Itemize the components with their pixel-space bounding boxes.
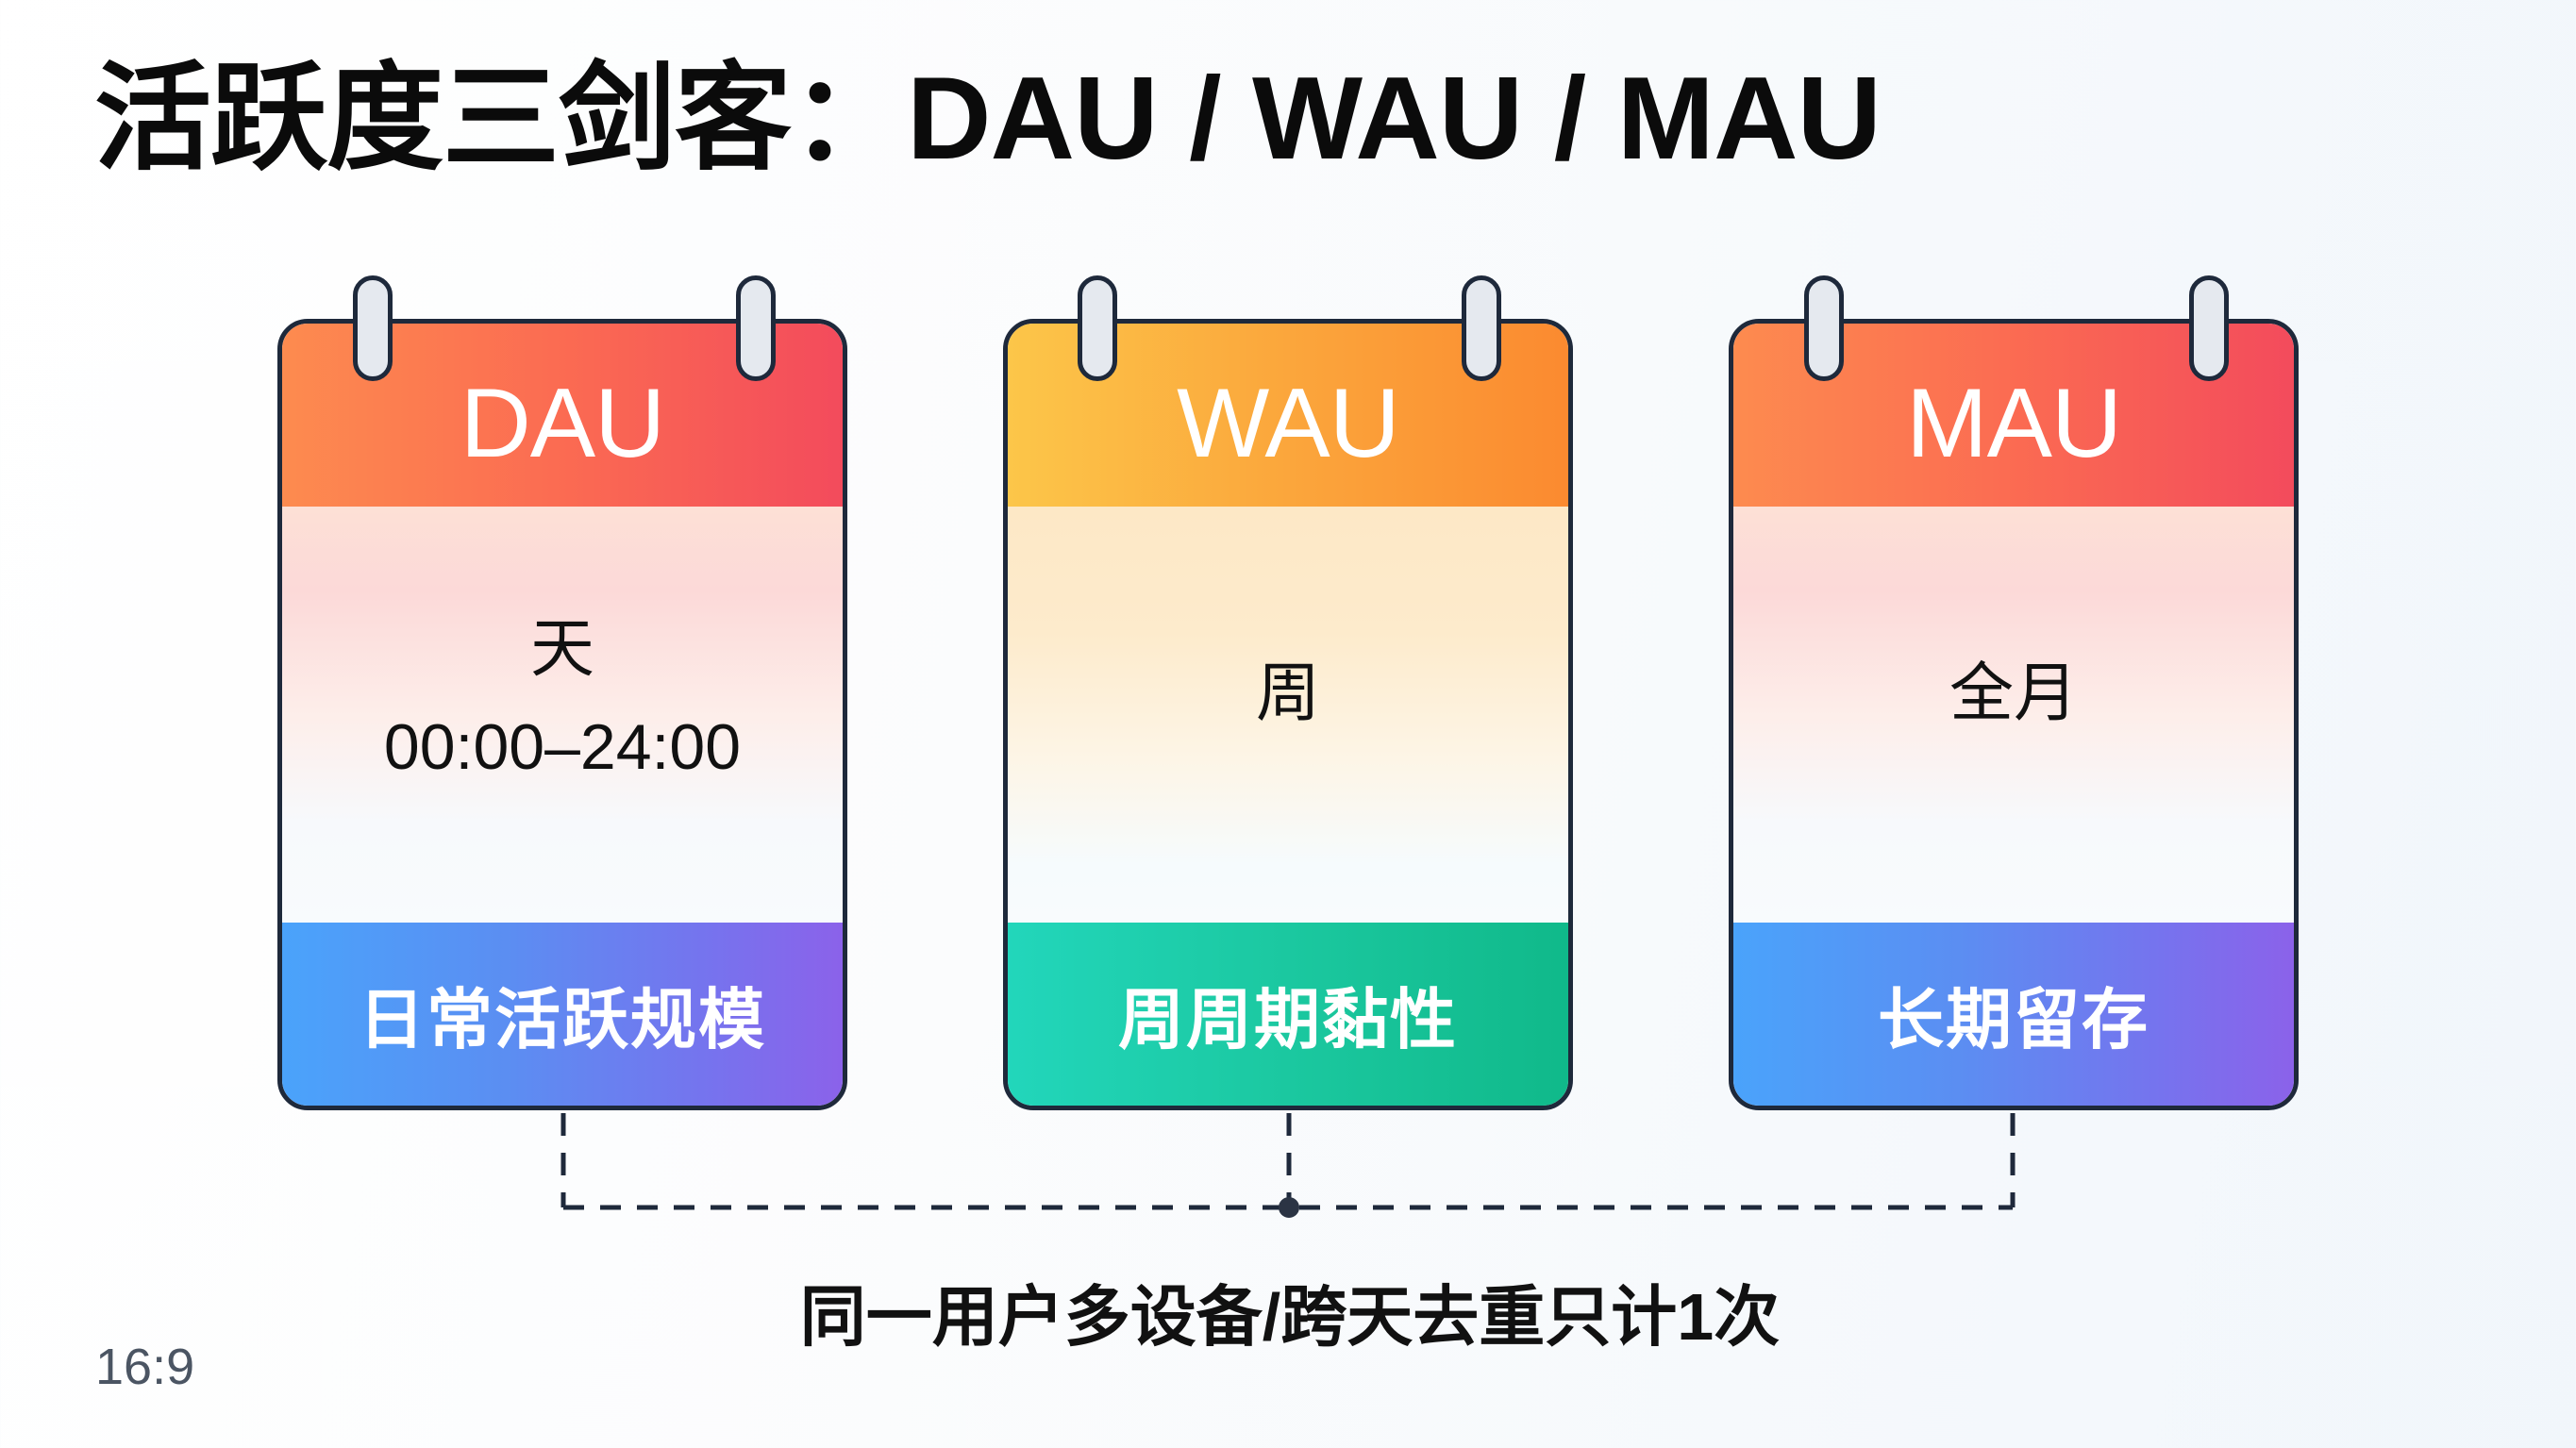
wau-card-body: 周 [1008,507,1568,927]
calendar-ring-icon [353,275,393,381]
dau-card-body: 天 00:00–24:00 [282,507,843,927]
calendar-ring-icon [736,275,776,381]
dedup-caption: 同一用户多设备/跨天去重只计1次 [799,1280,1781,1354]
calendar-ring-icon [1462,275,1501,381]
wau-card: WAU 周 周周期黏性 [1003,319,1573,1110]
wau-card-footer: 周周期黏性 [1008,923,1568,1106]
mau-card-title: MAU [1905,368,2122,478]
mau-card-description: 长期留存 [1878,982,2149,1057]
dau-card-title: DAU [460,368,666,478]
mau-card-body: 全月 [1733,507,2294,927]
slide-title: 活跃度三剑客：DAU / WAU / MAU [94,54,1882,184]
calendar-ring-icon [1078,275,1117,381]
dau-card: DAU 天 00:00–24:00 日常活跃规模 [277,319,847,1110]
mau-card-footer: 长期留存 [1733,923,2294,1106]
mau-card: MAU 全月 长期留存 [1729,319,2299,1110]
wau-period-label: 周 [1255,657,1320,729]
wau-card-description: 周周期黏性 [1118,982,1458,1057]
dau-card-footer: 日常活跃规模 [282,923,843,1106]
calendar-ring-icon [2189,275,2229,381]
dau-period-label: 天 [529,613,594,685]
wau-card-title: WAU [1177,368,1400,478]
aspect-ratio-label: 16:9 [95,1339,195,1395]
dau-card-description: 日常活跃规模 [359,982,766,1057]
junction-dot [1279,1197,1299,1218]
calendar-ring-icon [1804,275,1844,381]
mau-period-label: 全月 [1949,657,2078,729]
dau-time-range: 00:00–24:00 [383,711,742,783]
